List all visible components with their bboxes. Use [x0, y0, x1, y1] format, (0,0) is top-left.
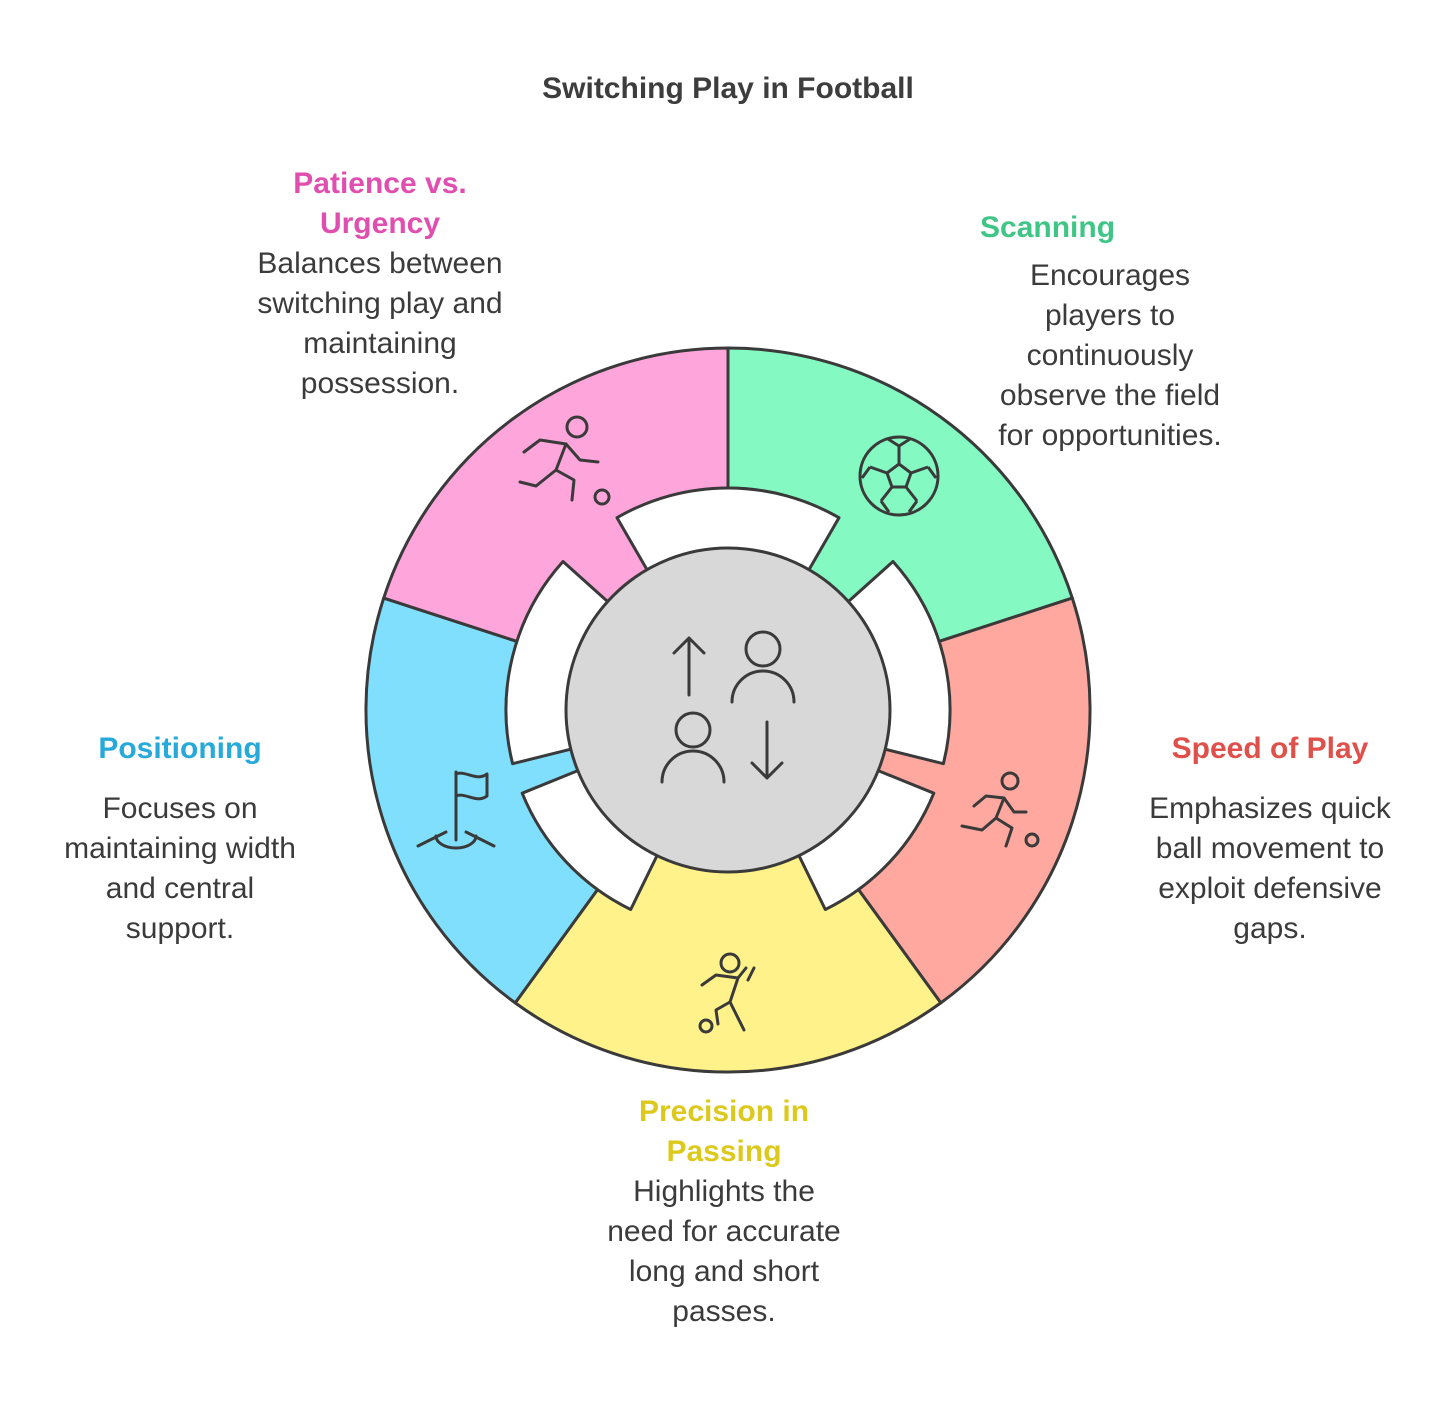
positioning-title: Positioning	[98, 732, 262, 765]
corner-flag-icon	[416, 770, 496, 850]
passing-desc-line: long and short	[628, 1255, 820, 1288]
patience-desc-line: Balances between	[257, 247, 503, 280]
kicking-player-icon	[698, 952, 756, 1034]
soccer-ball-icon	[858, 435, 940, 517]
speed-title: Speed of Play	[1171, 732, 1369, 765]
patience-desc-line: possession.	[300, 367, 460, 400]
passing-description: Highlights the need for accurate long an…	[574, 1172, 874, 1332]
positioning-desc-line: Focuses on	[102, 792, 258, 825]
scanning-desc-line: players to	[1044, 299, 1176, 332]
segment-passing	[513, 708, 943, 1074]
positioning-desc-line: support.	[125, 912, 235, 945]
label-speed: Speed of Play Emphasizes quick ball move…	[1115, 729, 1425, 949]
scanning-desc-line: Encourages	[1029, 259, 1191, 292]
positioning-desc-line: maintaining width	[64, 832, 296, 865]
scanning-desc-line: for opportunities.	[998, 419, 1222, 452]
dribbling-player-icon	[518, 415, 611, 506]
speed-desc-line: exploit defensive	[1158, 872, 1382, 905]
speed-description: Emphasizes quick ball movement to exploi…	[1115, 789, 1425, 949]
patience-title-line: Urgency	[319, 207, 441, 240]
speed-desc-line: gaps.	[1233, 912, 1307, 945]
speed-desc-line: ball movement to	[1155, 832, 1385, 865]
label-scanning: Scanning Encourages players to continuou…	[960, 208, 1260, 456]
speed-desc-line: Emphasizes quick	[1149, 792, 1391, 825]
scanning-description: Encourages players to continuously obser…	[960, 256, 1260, 456]
positioning-desc-line: and central	[105, 872, 255, 905]
diagram-title: Switching Play in Football	[542, 72, 914, 105]
label-patience: Patience vs. Urgency Balances between sw…	[230, 164, 530, 404]
passing-title: Precision in Passing	[574, 1092, 874, 1172]
passing-title-line: Passing	[666, 1135, 782, 1168]
patience-title-line: Patience vs.	[293, 167, 467, 200]
positioning-description: Focuses on maintaining width and central…	[30, 789, 330, 949]
patience-desc-line: maintaining	[303, 327, 457, 360]
passing-desc-line: Highlights the	[633, 1175, 815, 1208]
patience-title: Patience vs. Urgency	[230, 164, 530, 244]
player-exchange-icon	[660, 630, 796, 784]
label-positioning: Positioning Focuses on maintaining width…	[30, 729, 330, 949]
patience-description: Balances between switching play and main…	[230, 244, 530, 404]
scanning-desc-line: observe the field	[999, 379, 1221, 412]
patience-desc-line: switching play and	[257, 287, 503, 320]
label-passing: Precision in Passing Highlights the need…	[574, 1092, 874, 1332]
passing-title-line: Precision in	[638, 1095, 810, 1128]
passing-desc-line: passes.	[672, 1295, 776, 1328]
scanning-title: Scanning	[980, 211, 1116, 244]
running-player-icon	[960, 771, 1040, 848]
scanning-desc-line: continuously	[1026, 339, 1194, 372]
center-hub	[564, 546, 892, 874]
passing-desc-line: need for accurate	[607, 1215, 841, 1248]
